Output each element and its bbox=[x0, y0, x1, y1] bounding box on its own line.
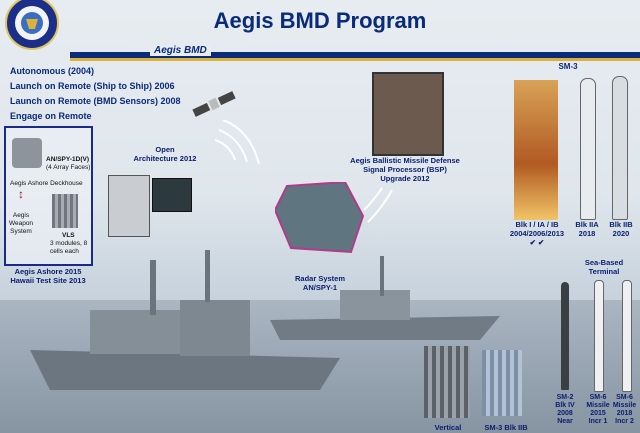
radar-line: Radar System bbox=[294, 274, 346, 283]
vertical-launcher-image bbox=[424, 346, 470, 418]
weapon-system-label: Aegis Weapon System bbox=[8, 212, 34, 235]
bsp-line: Upgrade 2012 bbox=[380, 174, 430, 183]
sm3-blk2a-missile-icon bbox=[580, 78, 596, 220]
sm3-blk1-label: Blk I / IA / IB 2004/2006/2013 ✔ ✔ bbox=[500, 220, 574, 247]
section-label: Aegis BMD bbox=[150, 45, 211, 56]
terminal-label-line: SM-2 bbox=[556, 394, 574, 401]
sm3-blk2b-launcher-image bbox=[482, 350, 522, 416]
terminal-label-line: Blk IV bbox=[555, 402, 575, 409]
sm3-blk2a-line: Blk IIA bbox=[575, 220, 599, 229]
ashore-footer-line: Hawaii Test Site 2013 bbox=[10, 276, 86, 285]
sm3-blk2a-label: Blk IIA 2018 bbox=[570, 220, 604, 238]
destroyer-ship-image bbox=[270, 250, 510, 345]
spy1-radar-array-icon bbox=[273, 180, 365, 259]
radar-line: AN/SPY-1 bbox=[302, 283, 338, 292]
bsp-line: Aegis Ballistic Missile Defense bbox=[350, 156, 460, 165]
vls-icon bbox=[52, 194, 78, 228]
sea-terminal-line: Terminal bbox=[588, 267, 620, 276]
milestone-list: Autonomous (2004) Launch on Remote (Ship… bbox=[10, 64, 181, 124]
terminal-label-line: Missile bbox=[586, 402, 610, 409]
terminal-label-line: Incr 2 bbox=[615, 418, 634, 425]
bsp-label: Aegis Ballistic Missile Defense Signal P… bbox=[330, 156, 480, 183]
signal-arcs bbox=[360, 180, 400, 235]
sm3-blk2b-label: Blk IIB 2020 bbox=[604, 220, 638, 238]
server-board-icon bbox=[152, 178, 192, 212]
page-title: Aegis BMD Program bbox=[213, 8, 427, 33]
sm6-incr1-missile-icon bbox=[594, 280, 604, 392]
terminal-label-line: SM-6 bbox=[589, 394, 607, 401]
terminal-missile-label: SM-6 Missile 2015 Incr 1 bbox=[581, 394, 615, 426]
title-divider bbox=[70, 52, 640, 61]
open-arch-line: Open bbox=[155, 145, 175, 154]
sm3-blk2b-missile-icon bbox=[612, 76, 628, 220]
milestone-item: Launch on Remote (BMD Sensors) 2008 bbox=[10, 96, 181, 106]
sm6-incr2-missile-icon bbox=[622, 280, 632, 392]
cruiser-ship-image bbox=[30, 240, 350, 395]
terminal-label-line: SM-6 bbox=[616, 394, 633, 401]
sm2-missile-icon bbox=[561, 282, 569, 390]
signal-arcs bbox=[205, 119, 265, 185]
milestone-item: Autonomous (2004) bbox=[10, 66, 95, 76]
bsp-line: Signal Processor (BSP) bbox=[363, 165, 447, 174]
link-arrow-icon: ↕ bbox=[18, 187, 24, 201]
deckhouse-icon bbox=[12, 138, 42, 168]
terminal-label-line: Near bbox=[557, 418, 573, 425]
sm3-blk2b-line: 2020 bbox=[612, 229, 630, 238]
sm3-blk1-line: Blk I / IA / IB bbox=[515, 220, 559, 229]
ashore-footer: Aegis Ashore 2015 Hawaii Test Site 2013 bbox=[0, 267, 96, 285]
radar-sub: (4 Array Faces) bbox=[46, 164, 91, 171]
sm3-blk2a-line: 2018 bbox=[578, 229, 596, 238]
sea-terminal-label: Sea-Based Terminal bbox=[568, 258, 640, 276]
sm3-blk2b-bottom-label: SM-3 Blk IIB bbox=[484, 423, 528, 432]
terminal-label-line: 2018 bbox=[616, 410, 633, 417]
sm3-checks: ✔ ✔ bbox=[529, 238, 545, 247]
terminal-label-line: Incr 1 bbox=[588, 418, 608, 425]
milestone-item: Engage on Remote bbox=[10, 111, 92, 121]
mda-seal-icon bbox=[2, 0, 60, 50]
sm3-blk2b-line: Blk IIB bbox=[609, 220, 633, 229]
satellite-icon bbox=[190, 90, 238, 123]
open-arch-label: Open Architecture 2012 bbox=[110, 145, 220, 163]
milestone-item: Launch on Remote (Ship to Ship) 2006 bbox=[10, 81, 175, 91]
server-cabinet-icon bbox=[108, 175, 150, 237]
aegis-ashore-panel: AN/SPY-1D(V) (4 Array Faces) Aegis Ashor… bbox=[4, 126, 93, 266]
missile-launch-photo bbox=[514, 80, 558, 220]
terminal-missile-label: SM-2 Blk IV 2008 Near bbox=[548, 394, 582, 426]
terminal-label-line: 2015 bbox=[590, 410, 606, 417]
radar-label: AN/SPY-1D(V) bbox=[46, 156, 89, 163]
sm3-blk1-line: 2004/2006/2013 bbox=[509, 229, 565, 238]
open-arch-line: Architecture 2012 bbox=[133, 154, 197, 163]
vls-label: VLS bbox=[62, 232, 75, 239]
deckhouse-label: Aegis Ashore Deckhouse bbox=[10, 180, 83, 187]
terminal-label-line: 2008 bbox=[557, 410, 573, 417]
vertical-label: Vertical bbox=[434, 423, 462, 432]
bsp-rack-icon bbox=[372, 72, 444, 156]
terminal-missile-label: SM-6 Missile 2018 Incr 2 bbox=[609, 394, 640, 426]
sm3-title: SM-3 bbox=[558, 62, 578, 71]
terminal-label-line: Missile bbox=[612, 402, 637, 409]
sea-terminal-line: Sea-Based bbox=[584, 258, 624, 267]
ashore-footer-line: Aegis Ashore 2015 bbox=[14, 267, 82, 276]
radar-label: Radar System AN/SPY-1 bbox=[270, 274, 370, 292]
vls-sub: 3 modules, 8 cells each bbox=[50, 240, 88, 255]
